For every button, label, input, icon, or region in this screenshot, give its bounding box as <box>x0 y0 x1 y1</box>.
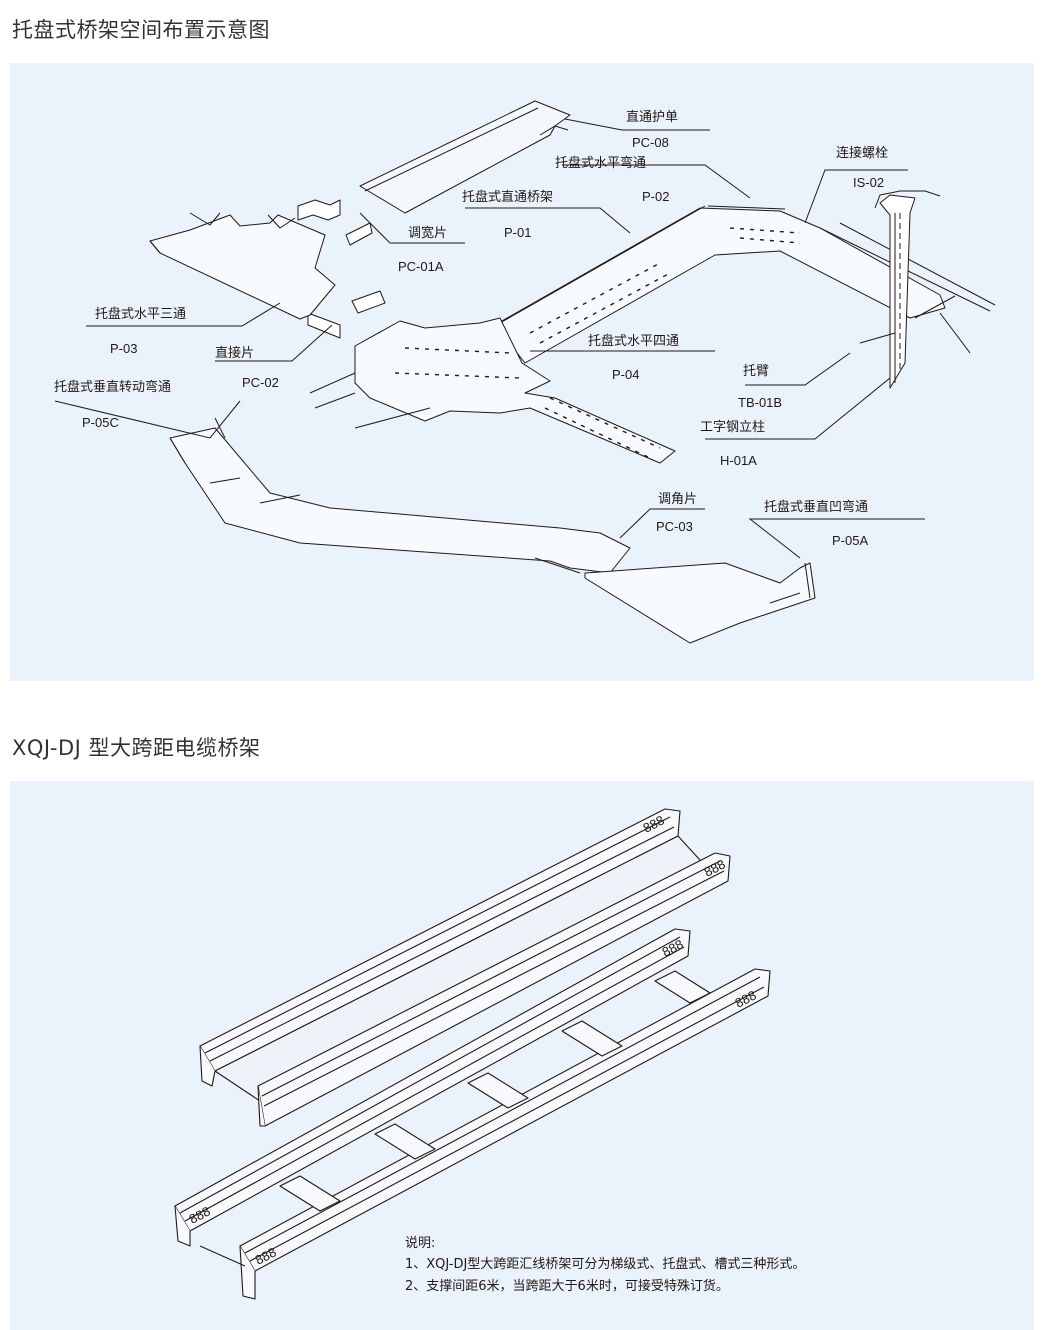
callout-name-h01a: 工字钢立柱 <box>700 420 765 435</box>
xqj-dj-drawing: 888 888 888 888 888 888 <box>174 808 771 1300</box>
notes-line-1: 1、XQJ-DJ型大跨距汇线桥架可分为梯级式、托盘式、槽式三种形式。 <box>405 1257 806 1272</box>
callout-labels: 直通护单 PC-08 托盘式水平弯通 P-02 连接螺栓 IS-02 托盘式直通… <box>54 110 888 548</box>
callout-code-pc01a: PC-01A <box>398 259 444 274</box>
callout-code-p03: P-03 <box>110 341 137 356</box>
vertical-bend-drawing <box>169 417 816 644</box>
section-title-layout: 托盘式桥架空间布置示意图 <box>12 18 270 42</box>
cross-drawing <box>309 317 676 464</box>
callout-name-p01: 托盘式直通桥架 <box>462 189 553 205</box>
callout-name-p05a: 托盘式垂直凹弯通 <box>764 499 868 515</box>
post-drawing <box>859 190 956 389</box>
notes-heading: 说明: <box>405 1236 436 1251</box>
ladder-rungs <box>279 970 711 1212</box>
callout-code-pc08: PC-08 <box>632 135 669 150</box>
tray-layout-diagram: 直通护单 PC-08 托盘式水平弯通 P-02 连接螺栓 IS-02 托盘式直通… <box>54 100 996 644</box>
callout-name-p03: 托盘式水平三通 <box>95 306 186 322</box>
section-title-xqj-dj: XQJ-DJ 型大跨距电缆桥架 <box>12 736 261 760</box>
callout-code-pc02: PC-02 <box>242 375 279 390</box>
layout-diagram-panel: 直通护单 PC-08 托盘式水平弯通 P-02 连接螺栓 IS-02 托盘式直通… <box>10 63 1034 681</box>
perforation-marks <box>394 227 801 459</box>
callout-code-p04: P-04 <box>612 367 639 382</box>
callout-name-p02: 托盘式水平弯通 <box>555 155 646 171</box>
callout-name-pc02: 直接片 <box>215 345 254 361</box>
callout-name-p05c: 托盘式垂直转动弯通 <box>54 379 171 395</box>
callout-name-pc08: 直通护单 <box>626 110 678 125</box>
callout-code-tb01b: TB-01B <box>738 395 782 410</box>
xqj-dj-panel: 888 888 888 888 888 888 说明: 1、XQJ-DJ型大跨距… <box>10 781 1034 1330</box>
callout-code-p05c: P-05C <box>82 415 119 430</box>
straight-cover-drawing <box>359 100 571 214</box>
callout-name-pc03: 调角片 <box>658 492 697 507</box>
callout-code-h01a: H-01A <box>720 453 757 468</box>
callout-code-is02: IS-02 <box>853 175 884 190</box>
callout-name-is02: 连接螺栓 <box>836 145 888 161</box>
callout-name-pc01a: 调宽片 <box>408 225 447 241</box>
ladder-tray-drawing <box>174 928 771 1300</box>
trough-tray-drawing <box>199 808 731 1127</box>
straight-run-drawing <box>494 205 996 364</box>
callout-code-p02: P-02 <box>642 189 669 204</box>
callout-code-p01: P-01 <box>504 225 531 240</box>
callout-leaders <box>54 118 925 559</box>
notes-line-2: 2、支撑间距6米，当跨距大于6米时，可接受特殊订货。 <box>405 1279 729 1294</box>
callout-code-pc03: PC-03 <box>656 519 693 534</box>
callout-code-p05a: P-05A <box>832 533 868 548</box>
splice-plates-drawing <box>297 199 386 339</box>
callout-name-p04: 托盘式水平四通 <box>588 333 679 349</box>
tee-drawing <box>149 212 336 320</box>
callout-name-tb01b: 托臂 <box>743 364 769 379</box>
